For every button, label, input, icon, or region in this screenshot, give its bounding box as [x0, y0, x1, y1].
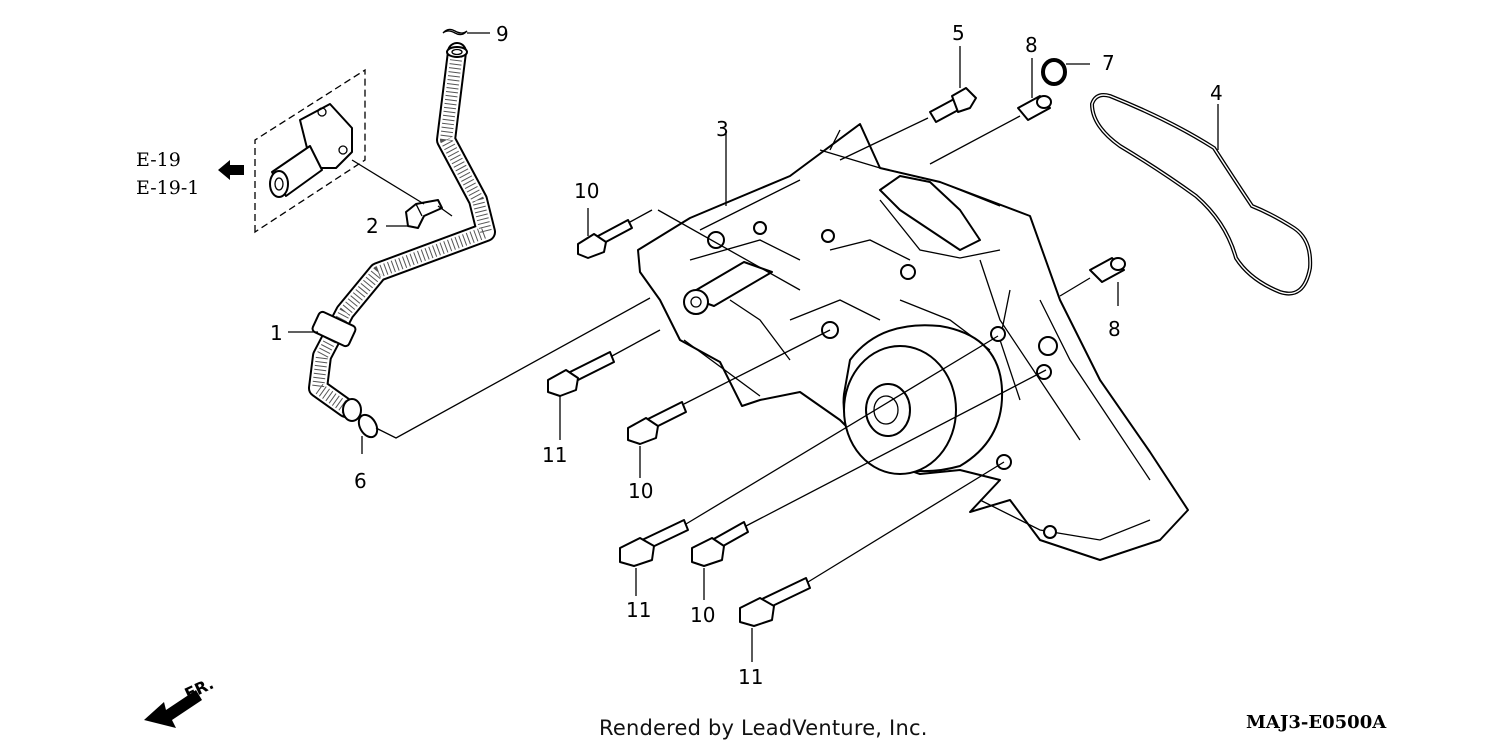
- callout-6: 6: [354, 469, 367, 493]
- reference-arrow: [218, 160, 244, 180]
- diagram-code: MAJ3-E0500A: [1246, 712, 1387, 733]
- callout-8-lower: 8: [1108, 317, 1121, 341]
- water-hose-part-1: [308, 42, 496, 422]
- clamp-part-2: [386, 199, 453, 229]
- reference-e19-1: E-19-1: [136, 177, 199, 199]
- gasket-part-4: [1089, 93, 1313, 296]
- credit-text: Rendered by LeadVenture, Inc.: [599, 716, 928, 740]
- bolt-part-10-lower: [691, 369, 1047, 600]
- bolt-part-10-middle: [627, 329, 831, 478]
- callout-10-middle: 10: [628, 479, 653, 503]
- water-pump-housing-part-3: [637, 123, 1189, 561]
- callout-10-lower: 10: [690, 603, 715, 627]
- leader-part-11-upper: [683, 339, 761, 397]
- callout-9: 9: [496, 22, 509, 46]
- callout-5: 5: [952, 21, 965, 45]
- callout-2: 2: [366, 214, 379, 238]
- hose-clamp-part-6: [357, 297, 651, 454]
- bolt-part-11-lower-left: [619, 335, 999, 596]
- callout-3: 3: [716, 117, 729, 141]
- callout-11-middle: 11: [626, 598, 651, 622]
- bolt-part-10-upper: [577, 208, 653, 259]
- callout-11-bottom: 11: [738, 665, 763, 689]
- front-direction-arrow: FR.: [144, 674, 217, 728]
- callout-10-upper: 10: [574, 179, 599, 203]
- o-ring-part-7: [1041, 58, 1090, 86]
- callout-1: 1: [270, 321, 283, 345]
- callout-8-upper: 8: [1025, 33, 1038, 57]
- front-marker-label: FR.: [182, 674, 217, 704]
- clip-part-9: [442, 28, 490, 36]
- dowel-pin-part-8-upper: [929, 58, 1052, 165]
- callout-4: 4: [1210, 81, 1223, 105]
- bolt-part-11-bottom: [739, 461, 1005, 662]
- leader-part-10-upper: [657, 209, 801, 291]
- outlet-fitting-reference-box: [254, 68, 425, 234]
- callout-7: 7: [1102, 51, 1115, 75]
- bolt-part-11-upper: [547, 329, 661, 440]
- reference-e19: E-19: [136, 149, 181, 171]
- bolt-part-5: [839, 46, 977, 161]
- dowel-pin-part-8-lower: [1059, 257, 1126, 306]
- callout-11-upper: 11: [542, 443, 567, 467]
